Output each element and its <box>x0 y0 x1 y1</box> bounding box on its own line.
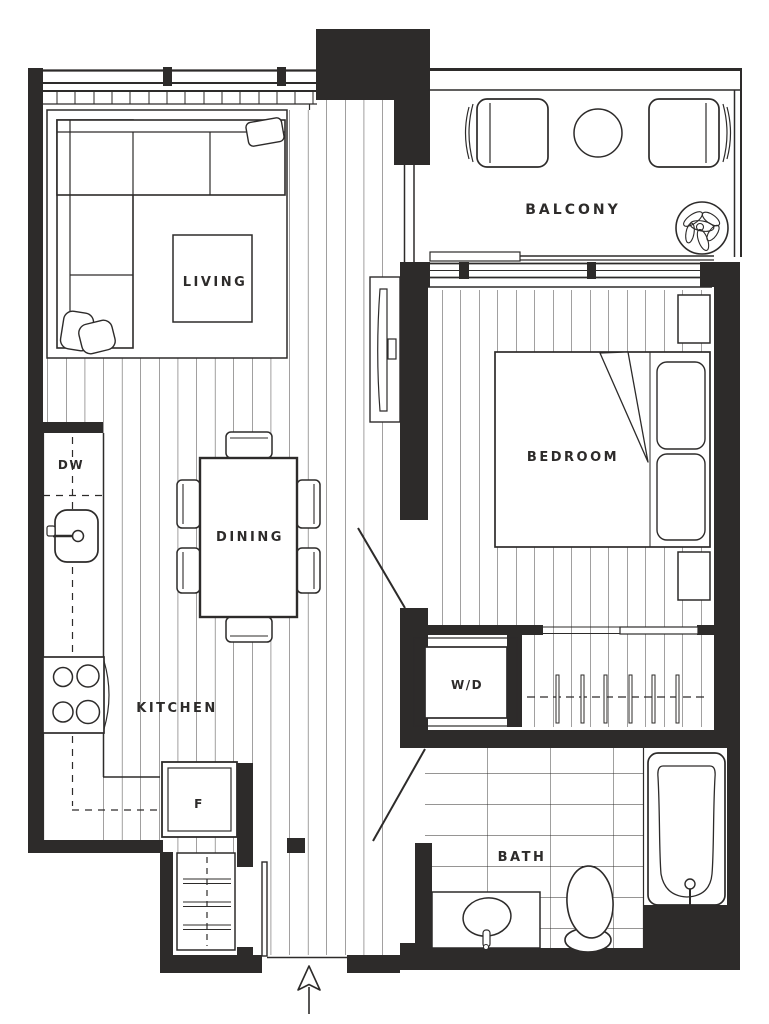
living-area-boundary <box>46 109 288 359</box>
kitchen-sink <box>46 509 99 563</box>
hanger <box>675 674 680 724</box>
bath-door-leaf <box>372 748 426 842</box>
nightstand-top <box>677 294 711 344</box>
living-label: LIVING <box>183 275 248 290</box>
wall-bedroom-left-upper <box>400 283 428 520</box>
washer-dryer <box>413 637 518 727</box>
wall-wd-closet-divider <box>507 635 522 727</box>
ottoman-poufs <box>59 310 116 355</box>
wall-kitchen-bottom <box>28 840 163 853</box>
dining-chair-left-2 <box>176 547 201 594</box>
washer-dryer-label: W/D <box>451 678 483 692</box>
closet-sliding-door <box>619 626 699 635</box>
pillow <box>656 453 706 541</box>
tv-console <box>369 276 401 423</box>
bedroom-door-leaf <box>357 527 406 609</box>
closet-rod-hangers <box>527 674 708 724</box>
balcony-threshold <box>429 251 521 262</box>
wall-bath-bottom <box>415 948 643 970</box>
dining-table <box>198 456 299 619</box>
balcony-chair-left <box>464 98 549 168</box>
living-rug <box>172 234 253 323</box>
sofa-sectional <box>56 119 286 349</box>
entry-arrow <box>297 965 321 1014</box>
balcony-table <box>573 108 623 158</box>
bath-label: BATH <box>498 850 547 865</box>
balcony-chair-right <box>648 98 732 168</box>
bedroom-window <box>428 262 712 288</box>
dining-label: DINING <box>216 530 284 545</box>
hanger <box>603 674 608 724</box>
hanger <box>651 674 656 724</box>
hanger <box>628 674 633 724</box>
bathroom-vanity <box>431 891 541 950</box>
wall-bottom-right <box>347 955 400 973</box>
wall-kitchen-top <box>40 422 103 433</box>
balcony-label: BALCONY <box>525 202 620 218</box>
wall-column-top <box>316 29 430 165</box>
blanket-fold <box>599 351 649 463</box>
toilet <box>564 865 614 953</box>
fridge-label: F <box>194 797 204 811</box>
fridge <box>161 761 238 838</box>
dining-set <box>176 431 321 643</box>
pillow <box>656 361 706 450</box>
dining-chair-top <box>225 431 273 459</box>
bed <box>494 351 711 548</box>
side-table <box>245 117 285 147</box>
hanger <box>580 674 585 724</box>
wall-right <box>714 262 740 748</box>
wall-bath-top <box>400 730 740 748</box>
dining-chair-left-1 <box>176 479 201 529</box>
balcony-rail <box>428 68 742 262</box>
bathtub <box>647 752 726 909</box>
dining-chair-bottom <box>225 616 273 643</box>
stove <box>42 656 110 734</box>
entry-closet <box>176 852 236 951</box>
kitchen-label: KITCHEN <box>136 701 217 716</box>
dining-chair-right-2 <box>296 547 321 594</box>
closet-door-track <box>543 626 620 634</box>
wall-bottom-left <box>160 955 262 973</box>
entry-door-leaf <box>261 861 268 957</box>
dishwasher-label: DW <box>58 458 84 472</box>
bedroom-label: BEDROOM <box>527 450 619 465</box>
wall-left <box>28 68 43 843</box>
balcony-door <box>403 165 415 262</box>
dining-chair-right-1 <box>296 479 321 529</box>
potted-plant <box>675 201 729 255</box>
hanger <box>555 674 560 724</box>
nightstand-bottom <box>677 551 711 601</box>
living-window <box>43 67 317 110</box>
